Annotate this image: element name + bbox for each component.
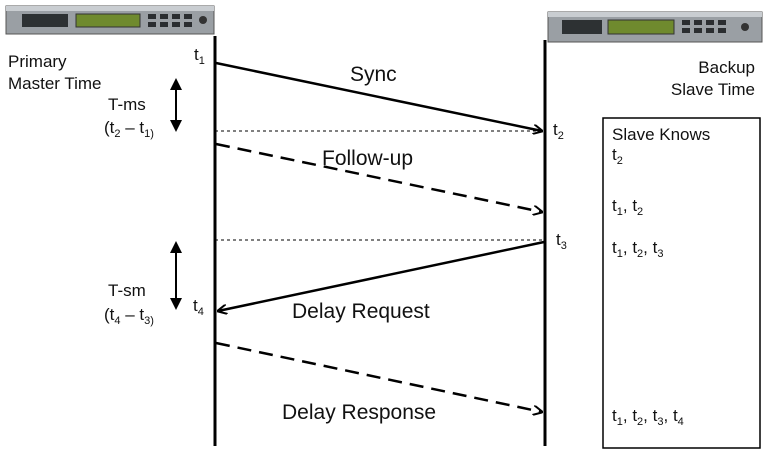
slave-knows-row: t1, t2, t3, t4 [612,406,684,428]
master-label-line2: Master Time [8,74,102,93]
delay-response-arrow [215,341,542,412]
master-device-icon [5,5,215,35]
slave-device-icon [547,11,763,43]
timestamp-t4: t4 [193,296,204,318]
tms-interval-arrow [170,78,182,132]
tms-formula: (t2 – t1) [104,118,154,140]
slave-knows-title: Slave Knows [612,125,710,144]
follow-up-arrow [215,142,542,212]
timestamp-t2: t2 [553,120,564,142]
tsm-interval-arrow [170,241,182,310]
delay-response-label: Delay Response [282,401,436,424]
sync-arrow [215,61,542,131]
slave-knows-row: t1, t2 [612,196,643,218]
slave-label-line2: Slave Time [671,80,755,99]
timestamp-t3: t3 [556,230,567,252]
slave-label-line1: Backup [698,58,755,77]
follow-up-label: Follow-up [322,147,413,170]
tsm-label: T-sm [108,281,146,300]
delay-request-label: Delay Request [292,300,430,323]
master-label-line1: Primary [8,52,67,71]
slave-knows-row: t2 [612,145,623,167]
slave-knows-row: t1, t2, t3 [612,238,663,260]
sync-label: Sync [350,63,397,86]
tsm-formula: (t4 – t3) [104,305,154,327]
delay-request-arrow [218,240,545,311]
timestamp-t1: t1 [194,45,205,67]
slave-knows-box [602,117,761,449]
tms-label: T-ms [108,95,146,114]
